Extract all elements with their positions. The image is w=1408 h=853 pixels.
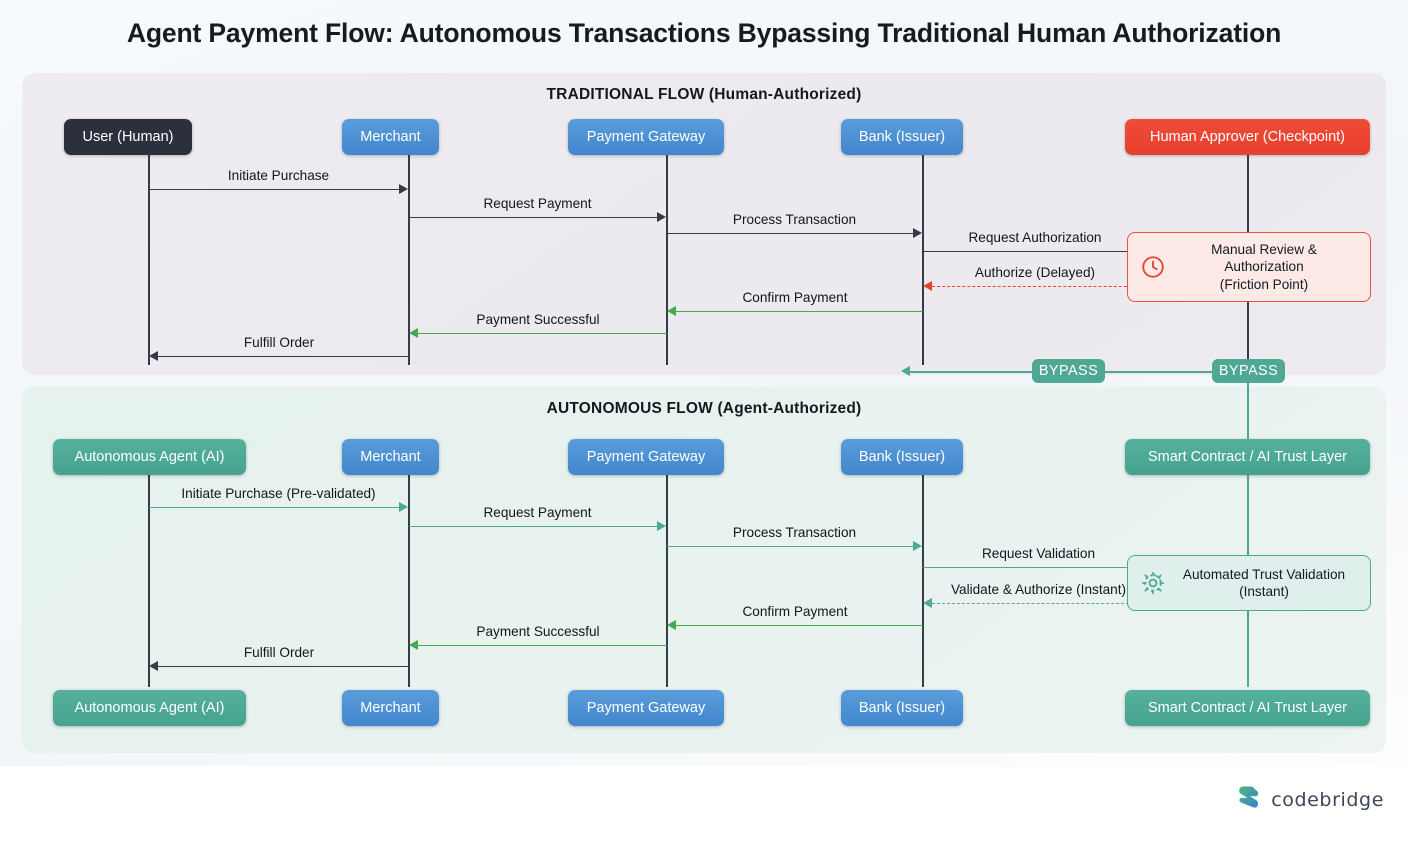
lifeline-smart-contract — [1247, 369, 1249, 687]
lifeline-merchant — [408, 137, 410, 365]
actor-merchant[interactable]: Merchant — [342, 439, 439, 475]
message-label: Fulfill Order — [243, 645, 315, 660]
canvas-bottom-fill — [0, 766, 1408, 853]
message-label: Payment Successful — [476, 624, 600, 639]
actor-label: Bank (Issuer) — [858, 129, 946, 145]
message-label: Request Payment — [483, 505, 592, 520]
actor-label: Merchant — [360, 449, 421, 465]
note-line: Automated Trust Validation — [1182, 566, 1346, 582]
autonomous-flow-panel: AUTONOMOUS FLOW (Agent-Authorized) Auton… — [22, 369, 1386, 753]
actor-merchant[interactable]: Merchant — [342, 119, 439, 155]
actor-payment-gateway[interactable]: Payment Gateway — [568, 439, 724, 475]
lifeline-bank — [922, 453, 924, 687]
message-label: Process Transaction — [732, 525, 857, 540]
page-title: Agent Payment Flow: Autonomous Transacti… — [126, 18, 1282, 48]
message-label: Validate & Authorize (Instant) — [950, 582, 1127, 597]
lifeline-merchant — [408, 453, 410, 687]
lifeline-user — [148, 137, 150, 365]
message-label: Fulfill Order — [243, 335, 315, 350]
gear-icon — [1138, 570, 1168, 596]
message-label: Confirm Payment — [742, 290, 848, 305]
note-line: (Friction Point) — [1219, 276, 1309, 292]
lifeline-payment-gateway — [666, 453, 668, 687]
codebridge-logo: codebridge — [1236, 784, 1384, 815]
actor-smart-contract[interactable]: Smart Contract / AI Trust Layer — [1125, 439, 1370, 475]
message-label: Request Payment — [483, 196, 592, 211]
actor-label: Bank (Issuer) — [858, 449, 946, 465]
actor-label: Smart Contract / AI Trust Layer — [1147, 700, 1348, 716]
traditional-flow-panel: TRADITIONAL FLOW (Human-Authorized) User… — [22, 73, 1386, 375]
note-text: Manual Review & Authorization (Friction … — [1168, 241, 1360, 293]
message-label: Initiate Purchase — [227, 168, 330, 183]
actor-footer-smart-contract[interactable]: Smart Contract / AI Trust Layer — [1125, 690, 1370, 726]
actor-label: User (Human) — [82, 129, 174, 145]
lifeline-autonomous-agent — [148, 453, 150, 687]
actor-footer-autonomous-agent[interactable]: Autonomous Agent (AI) — [53, 690, 246, 726]
lifeline-payment-gateway — [666, 137, 668, 365]
actor-label: Payment Gateway — [586, 449, 706, 465]
actor-label: Human Approver (Checkpoint) — [1149, 129, 1346, 145]
message-label: Confirm Payment — [742, 604, 848, 619]
note-automated-trust-validation: Automated Trust Validation (Instant) — [1127, 555, 1371, 611]
traditional-flow-heading: TRADITIONAL FLOW (Human-Authorized) — [546, 86, 862, 103]
codebridge-wordmark: codebridge — [1271, 788, 1384, 811]
message-label: Request Validation — [981, 546, 1096, 561]
actor-label: Payment Gateway — [586, 129, 706, 145]
actor-label: Payment Gateway — [586, 700, 706, 716]
bypass-pill-left: BYPASS — [1032, 359, 1105, 383]
note-line: Authorization — [1224, 259, 1304, 275]
message-label: Process Transaction — [732, 212, 857, 227]
actor-footer-payment-gateway[interactable]: Payment Gateway — [568, 690, 724, 726]
message-label: Payment Successful — [476, 312, 600, 327]
actor-label: Autonomous Agent (AI) — [74, 700, 225, 716]
actor-footer-merchant[interactable]: Merchant — [342, 690, 439, 726]
message-label: Authorize (Delayed) — [974, 265, 1096, 280]
clock-icon — [1138, 254, 1168, 280]
actor-human-approver[interactable]: Human Approver (Checkpoint) — [1125, 119, 1370, 155]
actor-bank-issuer[interactable]: Bank (Issuer) — [841, 439, 963, 475]
actor-payment-gateway[interactable]: Payment Gateway — [568, 119, 724, 155]
actor-label: Merchant — [360, 700, 421, 716]
note-text: Automated Trust Validation (Instant) — [1168, 566, 1360, 601]
actor-label: Autonomous Agent (AI) — [74, 449, 225, 465]
actor-bank-issuer[interactable]: Bank (Issuer) — [841, 119, 963, 155]
codebridge-logo-icon — [1236, 784, 1262, 815]
actor-label: Smart Contract / AI Trust Layer — [1147, 449, 1348, 465]
actor-label: Bank (Issuer) — [858, 700, 946, 716]
actor-footer-bank-issuer[interactable]: Bank (Issuer) — [841, 690, 963, 726]
note-line: (Instant) — [1239, 584, 1289, 599]
actor-user-human[interactable]: User (Human) — [64, 119, 192, 155]
message-label: Initiate Purchase (Pre-validated) — [181, 486, 376, 501]
note-manual-review: Manual Review & Authorization (Friction … — [1127, 232, 1371, 302]
note-line: Manual Review & — [1211, 241, 1317, 257]
message-label: Request Authorization — [968, 230, 1102, 245]
actor-autonomous-agent[interactable]: Autonomous Agent (AI) — [53, 439, 246, 475]
actor-label: Merchant — [360, 129, 421, 145]
autonomous-flow-heading: AUTONOMOUS FLOW (Agent-Authorized) — [546, 400, 862, 417]
